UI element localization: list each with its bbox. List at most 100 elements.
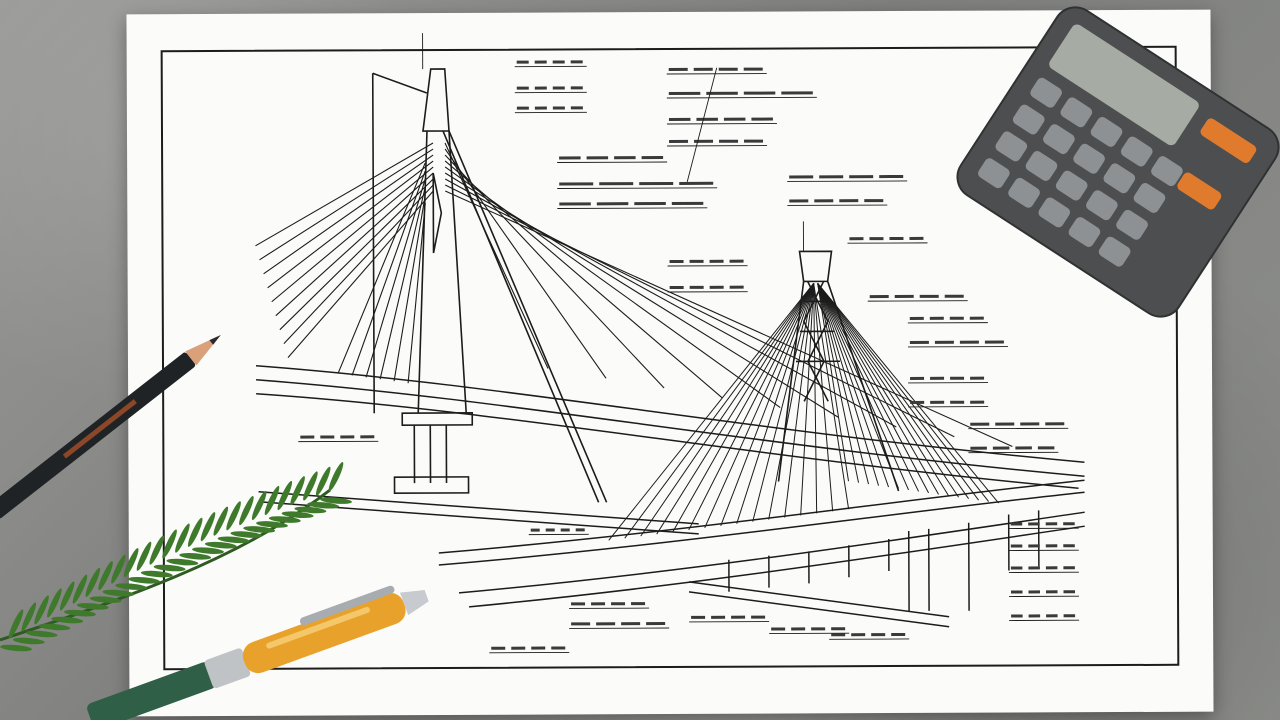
- callout-text-mark: [1010, 566, 1023, 570]
- callout-text-mark: [559, 182, 594, 186]
- callout-text-mark: [869, 295, 889, 299]
- bridge-drawing: [255, 33, 1085, 654]
- callout-text-mark: [849, 175, 874, 179]
- callout-text-mark: [668, 91, 701, 96]
- callout-text-mark: [910, 400, 925, 404]
- callout-text-mark: [909, 340, 929, 344]
- stay-cable: [800, 283, 815, 516]
- callout-text-mark: [970, 376, 985, 380]
- callout-text-mark: [1011, 614, 1023, 618]
- callout-text-mark: [560, 528, 570, 532]
- callout-text-mark: [641, 156, 664, 160]
- callout-text-mark: [570, 60, 583, 64]
- callout-text-mark: [1037, 446, 1055, 450]
- stay-cable: [817, 283, 890, 488]
- callout-text-mark: [340, 435, 355, 439]
- stay-cable: [255, 142, 434, 247]
- callout-text-mark: [1028, 566, 1040, 570]
- callout-text-mark: [634, 202, 666, 206]
- callout-text-mark: [320, 435, 335, 439]
- callout-text-mark: [696, 117, 718, 121]
- callout-text-mark: [1046, 614, 1058, 618]
- callout-text-mark: [919, 294, 939, 298]
- callout-text-mark: [559, 202, 591, 206]
- callout-text-mark: [491, 646, 506, 650]
- callout-text-mark: [679, 181, 714, 185]
- callout-text-mark: [1015, 446, 1032, 450]
- callout-text-mark: [751, 117, 773, 121]
- callout-text-mark: [586, 156, 609, 160]
- callout-text-mark: [789, 175, 814, 179]
- callout-text-mark: [879, 174, 904, 179]
- callout-text-mark: [1045, 590, 1058, 594]
- callout-text-mark: [839, 199, 859, 203]
- callout-text-mark: [570, 106, 583, 110]
- stay-cable: [817, 283, 970, 499]
- callout-text-mark: [909, 316, 924, 320]
- callout-text-mark: [689, 259, 704, 263]
- callout-text-mark: [571, 622, 591, 626]
- callout-text-mark: [729, 259, 744, 263]
- callout-text-mark: [621, 622, 641, 626]
- callout-text-mark: [669, 285, 684, 290]
- callout-text-mark: [575, 528, 585, 532]
- stay-cable: [817, 283, 880, 486]
- callout-text-mark: [694, 139, 714, 143]
- callout-text-mark: [691, 615, 706, 619]
- callout-leader: [666, 96, 817, 99]
- callout-text-mark: [591, 602, 606, 606]
- callout-text-mark: [950, 400, 965, 404]
- callout-text-mark: [516, 106, 529, 110]
- stay-cable: [263, 154, 434, 275]
- callout-text-mark: [894, 294, 914, 299]
- callout-text-mark: [831, 627, 846, 631]
- callout-text-mark: [639, 181, 674, 186]
- callout-text-mark: [1045, 566, 1058, 570]
- callout-text-mark: [1045, 522, 1058, 526]
- callout-text-mark: [570, 86, 583, 90]
- callout-text-mark: [719, 139, 739, 143]
- callout-text-mark: [1010, 590, 1023, 594]
- callout-text-mark: [871, 633, 886, 637]
- stay-cable: [817, 283, 860, 483]
- callout-text-mark: [910, 376, 925, 380]
- stay-cable: [337, 162, 426, 374]
- callout-text-mark: [723, 117, 746, 121]
- callout-text-mark: [814, 199, 834, 203]
- stay-cable: [279, 178, 434, 331]
- callout-text-mark: [1010, 544, 1023, 548]
- callout-text-mark: [545, 528, 555, 532]
- stay-cable: [817, 283, 870, 485]
- callout-text-mark: [909, 236, 924, 240]
- stay-cable: [813, 283, 834, 512]
- left-pylon: [371, 68, 608, 503]
- callout-text-mark: [596, 202, 629, 206]
- callout-text-mark: [693, 67, 713, 71]
- stay-cable: [624, 283, 815, 539]
- callout-text-mark: [789, 199, 809, 203]
- callout-text-mark: [849, 237, 864, 241]
- callout-text-mark: [669, 139, 689, 144]
- stay-cable: [817, 283, 850, 482]
- callout-leader: [557, 207, 708, 209]
- stay-cable: [736, 283, 815, 524]
- callout-text-mark: [360, 435, 375, 439]
- callout-text-mark: [534, 86, 547, 90]
- stay-cable: [407, 203, 426, 384]
- callout-text-mark: [516, 86, 529, 90]
- callout-text-mark: [969, 316, 984, 320]
- stay-cable: [259, 148, 434, 261]
- stay-cable: [817, 283, 900, 489]
- stay-cable: [752, 283, 815, 522]
- callout-text-mark: [970, 422, 990, 426]
- stay-cable: [444, 172, 839, 418]
- callout-text-mark: [611, 602, 626, 606]
- callout-text-mark: [729, 285, 744, 289]
- stay-cable: [283, 184, 434, 345]
- callout-text-mark: [995, 422, 1015, 426]
- callout-text-mark: [891, 632, 906, 637]
- stay-cable: [817, 283, 950, 497]
- callout-text-mark: [516, 60, 529, 64]
- callout-text-mark: [889, 236, 904, 241]
- callout-text-mark: [599, 182, 634, 186]
